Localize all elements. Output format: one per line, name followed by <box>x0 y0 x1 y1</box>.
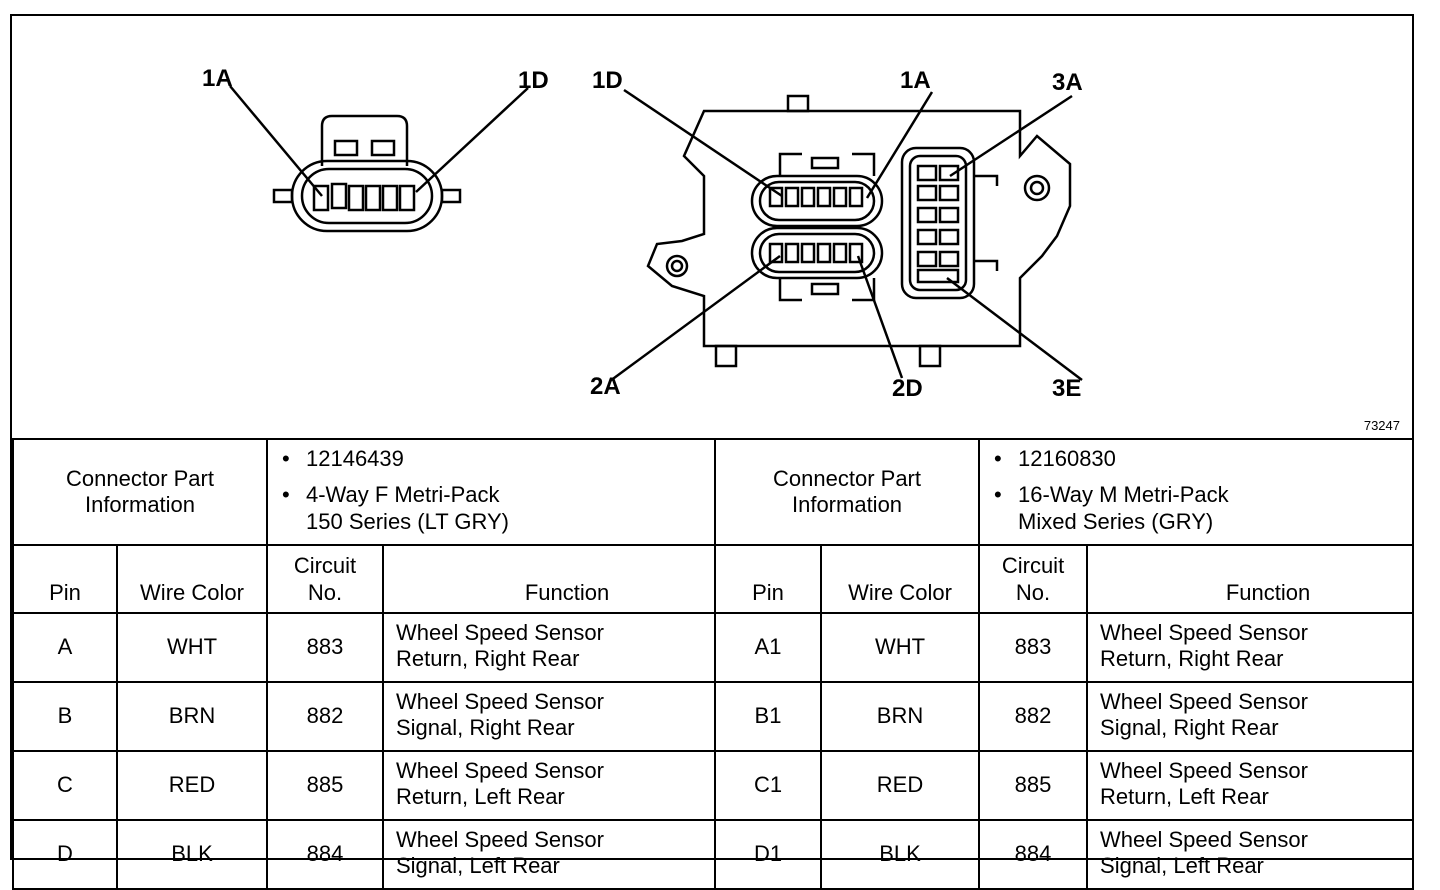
header-wire-color: Wire Color <box>116 544 268 614</box>
wire-color-cell: RED <box>116 750 268 821</box>
connector-16way-drawing <box>609 88 1083 383</box>
wire-color-cell: BLK <box>116 819 268 890</box>
circuit-cell: 884 <box>978 819 1089 890</box>
wire-color-cell: BRN <box>820 681 981 752</box>
header-wire-color: Wire Color <box>820 544 981 614</box>
pin-cell: D <box>12 819 118 890</box>
circuit-cell: 883 <box>266 612 384 683</box>
callout-1d-left: 1D <box>518 67 549 94</box>
callout-2d: 2D <box>892 375 923 402</box>
header-function: Function <box>1086 544 1415 614</box>
right-part-number: 12160830 <box>994 446 1412 473</box>
circuit-cell: 885 <box>978 750 1089 821</box>
wire-color-cell: WHT <box>116 612 268 683</box>
circuit-cell: 885 <box>266 750 384 821</box>
connector-pinout-table: Connector Part Information 12146439 4-Wa… <box>12 438 1415 890</box>
connector-4way-drawing <box>229 85 529 233</box>
circuit-cell: 884 <box>266 819 384 890</box>
left-part-number: 12146439 <box>282 446 714 473</box>
callout-labels: 1A 1D 1D 1A 3A 2A 2D 3E <box>202 65 1083 402</box>
connector-info-row: Connector Part Information 12146439 4-Wa… <box>12 438 1415 546</box>
circuit-cell: 882 <box>266 681 384 752</box>
wire-color-cell: BRN <box>116 681 268 752</box>
pin-cell: D1 <box>714 819 823 890</box>
wire-color-cell: WHT <box>820 612 981 683</box>
right-part-details: 12160830 16-Way M Metri-Pack Mixed Serie… <box>978 438 1415 546</box>
callout-1a-left: 1A <box>202 65 233 92</box>
header-function: Function <box>381 544 717 614</box>
callout-1a-right: 1A <box>900 67 931 94</box>
circuit-cell: 883 <box>978 612 1089 683</box>
wire-color-cell: BLK <box>820 819 981 890</box>
left-part-type: 4-Way F Metri-Pack <box>282 482 714 509</box>
callout-2a: 2A <box>590 373 621 400</box>
callout-3e: 3E <box>1052 375 1081 402</box>
circuit-cell: 882 <box>978 681 1089 752</box>
right-part-type: 16-Way M Metri-Pack <box>994 482 1412 509</box>
pin-cell: A <box>12 612 118 683</box>
figure-reference-number: 73247 <box>1363 418 1400 433</box>
pin-cell: B <box>12 681 118 752</box>
wire-color-cell: RED <box>820 750 981 821</box>
pin-cell: B1 <box>714 681 823 752</box>
left-info-label: Connector Part Information <box>12 438 268 546</box>
callout-3a: 3A <box>1052 69 1083 96</box>
callout-1d-right: 1D <box>592 67 623 94</box>
right-info-label: Connector Part Information <box>714 438 981 546</box>
left-part-series: 150 Series (LT GRY) <box>306 508 509 534</box>
pin-cell: A1 <box>714 612 823 683</box>
connector-diagram: 1A 1D 1D 1A 3A 2A 2D 3E <box>202 65 1083 402</box>
header-pin: Pin <box>714 544 823 614</box>
right-part-series: Mixed Series (GRY) <box>1018 508 1214 534</box>
pin-cell: C <box>12 750 118 821</box>
left-part-details: 12146439 4-Way F Metri-Pack 150 Series (… <box>265 438 717 546</box>
pin-cell: C1 <box>714 750 823 821</box>
header-pin: Pin <box>12 544 118 614</box>
